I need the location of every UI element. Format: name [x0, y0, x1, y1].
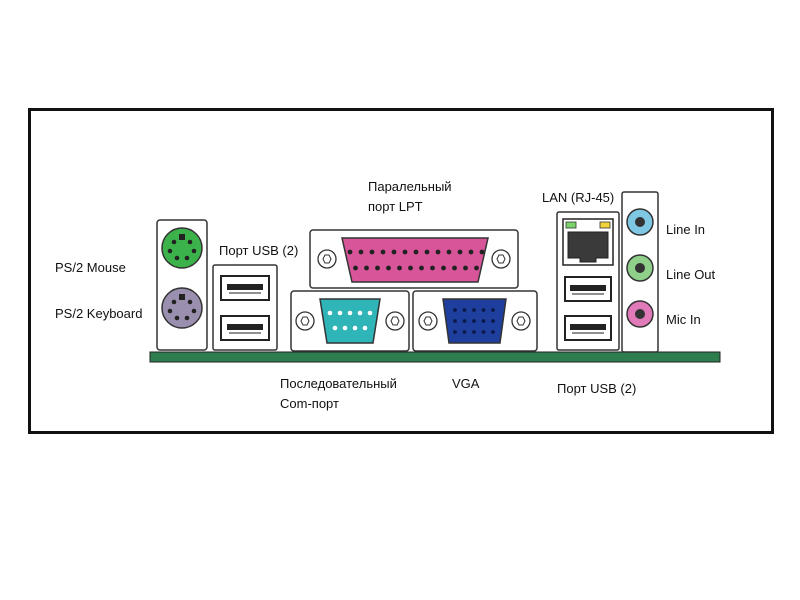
usb-left-block [212, 264, 278, 351]
connector-pin [413, 249, 419, 255]
connector-pin [337, 310, 343, 316]
connector-pin [462, 308, 467, 312]
ps2-keyboard-label: PS/2 Keyboard [55, 306, 142, 321]
com-port [290, 290, 410, 352]
connector-pin [369, 249, 375, 255]
connector-pin [453, 319, 457, 323]
connector-pin [481, 330, 486, 334]
ps2-block [156, 219, 208, 351]
connector-pin [452, 265, 457, 271]
connector-pin [347, 249, 353, 255]
lan-label: LAN (RJ-45) [542, 190, 614, 205]
line-in-jack [626, 208, 654, 236]
usb-port [564, 315, 612, 341]
connector-pin [446, 249, 452, 255]
connector-pin [474, 265, 479, 271]
connector-pin [362, 325, 368, 331]
connector-pin [435, 249, 441, 255]
usb-port [220, 315, 270, 341]
connector-pin [481, 319, 486, 323]
vga-label: VGA [452, 376, 480, 391]
connector-pin [462, 330, 467, 334]
connector-pin [491, 319, 495, 323]
line-out-jack [626, 254, 654, 282]
connector-pin [419, 265, 424, 271]
audio-block [621, 191, 659, 353]
connector-pin [424, 249, 430, 255]
ps2-keyboard-port [161, 287, 203, 329]
connector-pin [453, 308, 457, 312]
connector-pin [481, 308, 486, 312]
lpt-label-line1: Паралельный [368, 179, 452, 194]
connector-pin [472, 308, 476, 312]
connector-pin [347, 310, 353, 316]
connector-pin [364, 265, 369, 271]
connector-pin [479, 249, 485, 255]
lan-led-yellow [599, 221, 611, 229]
connector-pin [491, 308, 495, 312]
connector-pin [441, 265, 446, 271]
usb-port [564, 276, 612, 302]
line-out-label: Line Out [666, 267, 716, 282]
mic-in-label: Mic In [666, 312, 701, 327]
com-label-line1: Последовательный [280, 376, 397, 391]
com-label-line2: Com-порт [280, 396, 339, 411]
usb-port [220, 275, 270, 301]
connector-pin [472, 319, 476, 323]
lan-port [562, 218, 614, 266]
connector-pin [357, 310, 363, 316]
connector-pin [342, 325, 348, 331]
connector-pin [386, 265, 391, 271]
mic-in-jack [626, 300, 654, 328]
ps2-mouse-port [161, 227, 203, 269]
usb-left-label: Порт USB (2) [219, 243, 298, 258]
connector-pin [375, 265, 380, 271]
lan-usb-block [556, 211, 620, 351]
connector-pin [430, 265, 435, 271]
connector-pin [402, 249, 408, 255]
connector-pin [397, 265, 402, 271]
connector-pin [468, 249, 474, 255]
connector-pin [457, 249, 463, 255]
connector-pin [472, 330, 476, 334]
connector-pin [332, 325, 338, 331]
connector-pin [358, 249, 364, 255]
connector-pin [462, 319, 467, 323]
connector-pin [380, 249, 386, 255]
connector-pin [352, 325, 358, 331]
connector-pin [327, 310, 333, 316]
line-in-label: Line In [666, 222, 705, 237]
motherboard-strip [149, 351, 721, 363]
ps2-mouse-label: PS/2 Mouse [55, 260, 126, 275]
usb-right-label: Порт USB (2) [557, 381, 636, 396]
lpt-label-line2: порт LPT [368, 199, 423, 214]
lpt-port [309, 229, 519, 289]
connector-pin [391, 249, 397, 255]
connector-pin [463, 265, 468, 271]
lan-led-green [565, 221, 577, 229]
connector-pin [367, 310, 373, 316]
connector-pin [408, 265, 413, 271]
connector-pin [491, 330, 495, 334]
connector-pin [453, 330, 457, 334]
vga-port [412, 290, 538, 352]
connector-pin [353, 265, 358, 271]
